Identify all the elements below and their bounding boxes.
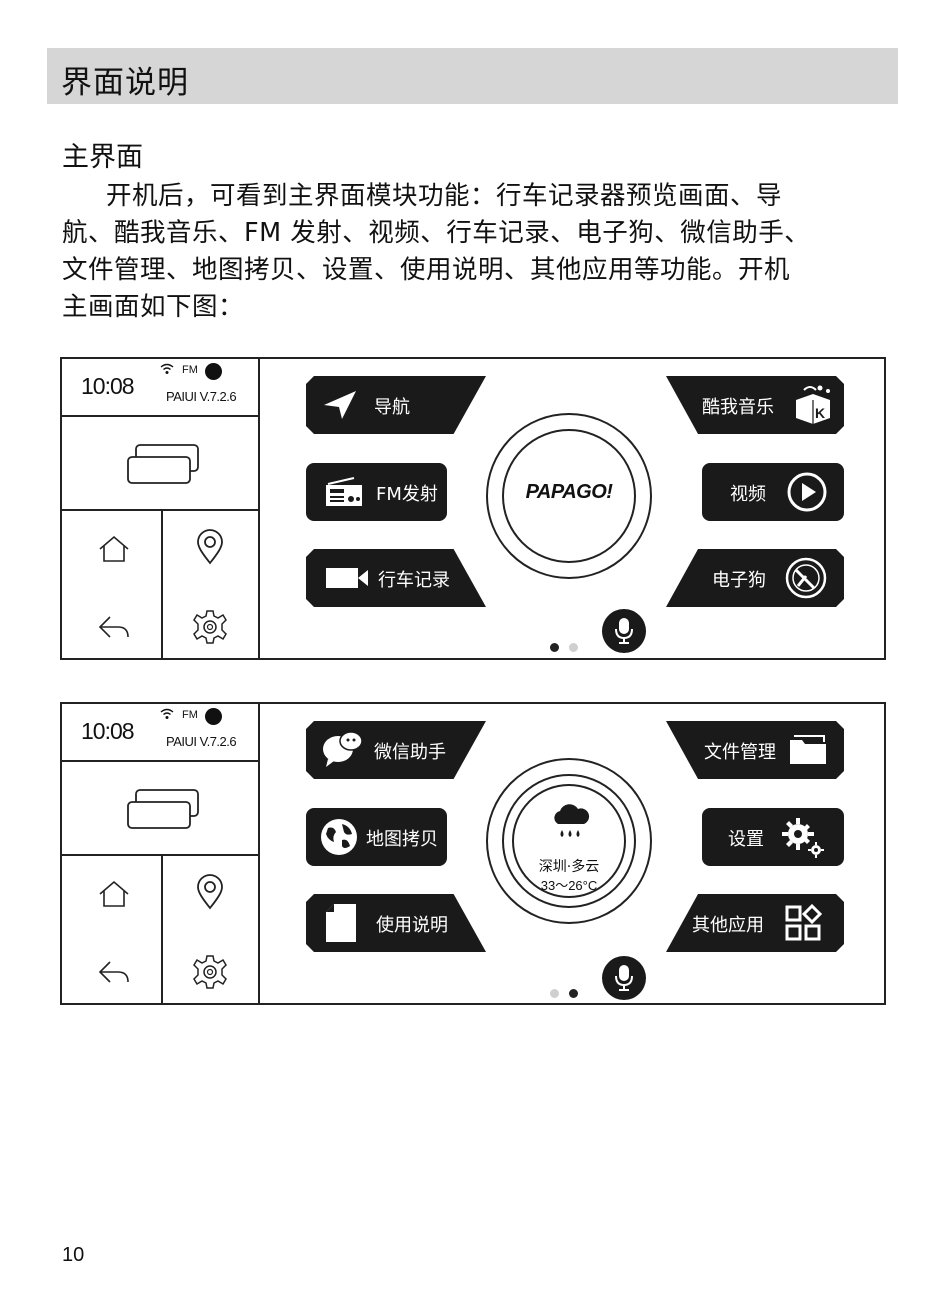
nav-button[interactable]: 导航 <box>306 376 486 434</box>
nav-label: 导航 <box>374 397 410 418</box>
fm-transmit-button[interactable]: FM发射 <box>306 463 447 521</box>
display-switch-button[interactable] <box>62 762 258 856</box>
status-bar: 10:08 FM PAIUI V.7.2.6 <box>62 359 258 417</box>
edog-label: 电子狗 <box>712 570 766 591</box>
sub-title: 主界面 <box>62 142 143 173</box>
paragraph-line: 文件管理、地图拷贝、设置、使用说明、其他应用等功能。开机 <box>62 255 791 285</box>
fm-indicator: FM <box>182 709 198 721</box>
wechat-icon <box>320 729 366 771</box>
grid-divider <box>161 511 163 658</box>
home-screen-page-2: 10:08 FM PAIUI V.7.2.6 <box>60 702 886 1005</box>
microphone-icon <box>615 618 633 644</box>
voice-button[interactable] <box>602 609 646 653</box>
document-icon <box>324 902 358 944</box>
weather-city: 深圳·多云 <box>538 859 600 875</box>
manual-button[interactable]: 使用说明 <box>306 894 486 952</box>
version-label: PAIUI V.7.2.6 <box>166 734 237 749</box>
location-pin-icon[interactable] <box>190 527 230 567</box>
section-header: 界面说明 <box>47 48 898 104</box>
navigation-arrow-icon <box>322 389 358 421</box>
settings-label: 设置 <box>728 829 764 850</box>
display-switch-button[interactable] <box>62 417 258 511</box>
page-dot-active[interactable] <box>569 989 578 998</box>
dual-screen-icon <box>127 789 199 829</box>
home-icon[interactable] <box>94 874 134 914</box>
center-dial[interactable]: PAPAGO! <box>486 413 652 579</box>
svg-text:K: K <box>815 405 825 421</box>
play-circle-icon <box>787 472 827 512</box>
paragraph-line: 开机后，可看到主界面模块功能：行车记录器预览画面、导 <box>106 181 783 211</box>
left-panel: 10:08 FM PAIUI V.7.2.6 <box>62 359 260 658</box>
fm-indicator: FM <box>182 364 198 376</box>
microphone-icon <box>615 965 633 991</box>
paragraph-line: 航、酷我音乐、FM 发射、视频、行车记录、电子狗、微信助手、 <box>62 218 811 248</box>
grid-divider <box>161 856 163 1003</box>
wifi-icon <box>160 708 174 723</box>
record-status-dot <box>205 708 222 725</box>
kuwo-music-button[interactable]: 酷我音乐 K <box>666 376 844 434</box>
record-label: 行车记录 <box>378 570 450 591</box>
wechat-button[interactable]: 微信助手 <box>306 721 486 779</box>
wifi-icon <box>160 363 174 378</box>
home-screen-page-1: 10:08 FM PAIUI V.7.2.6 <box>60 357 886 660</box>
wechat-label: 微信助手 <box>374 742 446 763</box>
other-apps-button[interactable]: 其他应用 <box>666 894 844 952</box>
version-label: PAIUI V.7.2.6 <box>166 389 237 404</box>
page-dot-active[interactable] <box>550 643 559 652</box>
weather-temp: 33～26°C <box>540 878 598 893</box>
e-dog-button[interactable]: 电子狗 <box>666 549 844 607</box>
kuwo-music-icon: K <box>790 382 836 426</box>
settings-gear-icon[interactable] <box>190 607 230 647</box>
radio-icon <box>326 477 362 506</box>
file-manager-label: 文件管理 <box>704 742 776 763</box>
folder-icon <box>788 734 828 766</box>
page-dot-inactive[interactable] <box>569 643 578 652</box>
back-arrow-icon[interactable] <box>94 607 134 647</box>
left-panel: 10:08 FM PAIUI V.7.2.6 <box>62 704 260 1003</box>
video-button[interactable]: 视频 <box>702 463 844 521</box>
music-label: 酷我音乐 <box>702 397 774 418</box>
radar-icon <box>784 556 828 600</box>
map-copy-label: 地图拷贝 <box>366 829 438 850</box>
weather-inner-ring: 深圳·多云 33～26°C <box>502 774 636 908</box>
dual-screen-icon <box>127 444 199 484</box>
drive-record-button[interactable]: 行车记录 <box>306 549 486 607</box>
page-number: 10 <box>62 1244 85 1266</box>
paragraph-line: 主画面如下图： <box>62 292 245 322</box>
quick-buttons <box>62 511 258 658</box>
fm-label: FM发射 <box>376 484 438 505</box>
location-pin-icon[interactable] <box>190 872 230 912</box>
apps-grid-icon <box>784 904 822 942</box>
clock-time: 10:08 <box>81 373 135 399</box>
record-status-dot <box>205 363 222 380</box>
back-arrow-icon[interactable] <box>94 952 134 992</box>
page-dot-inactive[interactable] <box>550 989 559 998</box>
voice-button[interactable] <box>602 956 646 1000</box>
gears-icon <box>782 818 824 858</box>
weather-dial[interactable]: 深圳·多云 33～26°C <box>486 758 652 924</box>
brand-logo: PAPAGO! <box>525 481 613 503</box>
globe-icon <box>321 819 357 855</box>
center-inner-ring: PAPAGO! <box>502 429 636 563</box>
clock-time: 10:08 <box>81 718 135 744</box>
map-copy-button[interactable]: 地图拷贝 <box>306 808 447 866</box>
rain-cloud-icon <box>554 804 590 837</box>
section-title: 界面说明 <box>61 65 189 101</box>
video-label: 视频 <box>730 484 766 505</box>
weather-core: 深圳·多云 33～26°C <box>512 784 626 898</box>
home-icon[interactable] <box>94 529 134 569</box>
intro-paragraph: 开机后，可看到主界面模块功能：行车记录器预览画面、导 航、酷我音乐、FM 发射、… <box>62 178 892 326</box>
settings-button[interactable]: 设置 <box>702 808 844 866</box>
file-manager-button[interactable]: 文件管理 <box>666 721 844 779</box>
quick-buttons <box>62 856 258 1003</box>
video-camera-icon <box>324 566 370 590</box>
other-apps-label: 其他应用 <box>692 915 764 936</box>
settings-gear-icon[interactable] <box>190 952 230 992</box>
status-bar: 10:08 FM PAIUI V.7.2.6 <box>62 704 258 762</box>
manual-label: 使用说明 <box>376 915 448 936</box>
